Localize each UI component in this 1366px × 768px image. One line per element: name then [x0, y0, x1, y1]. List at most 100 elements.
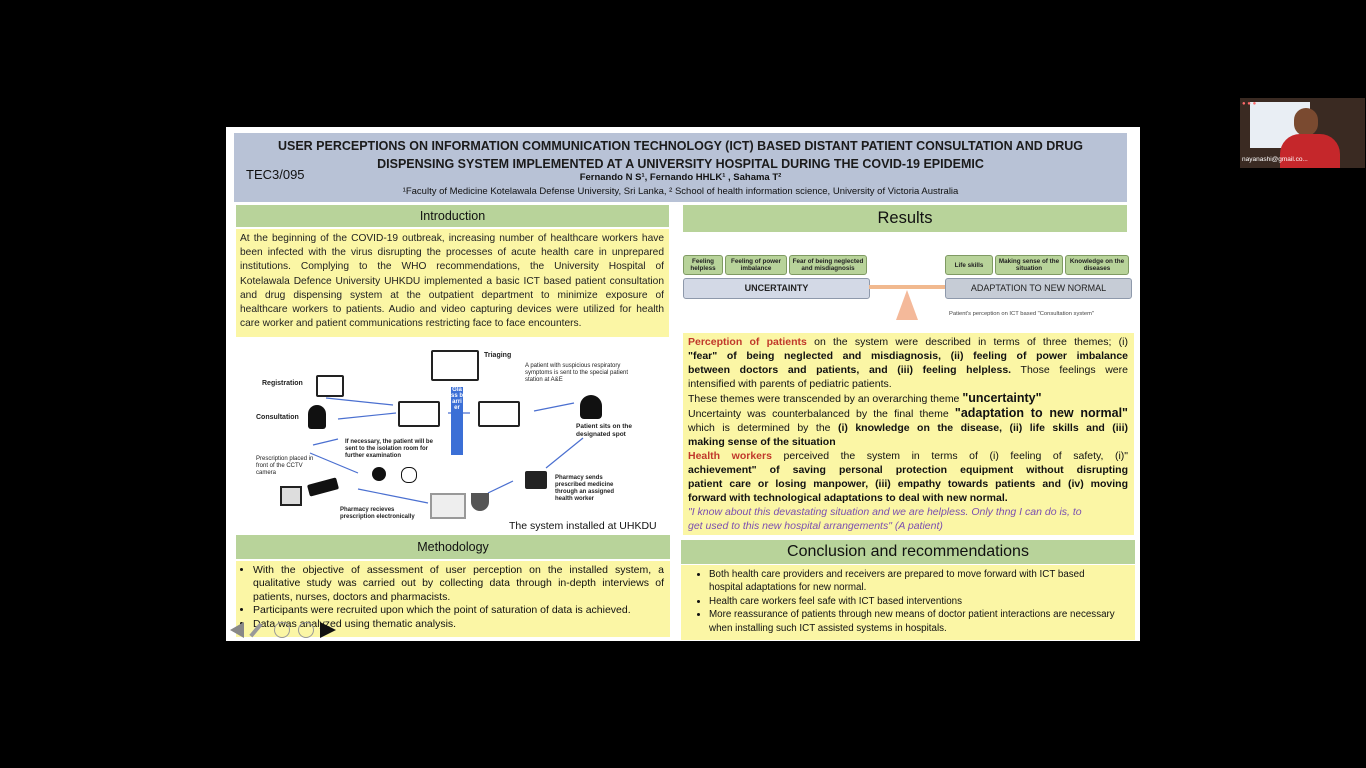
glass-barrier-label: Glass barrier: [451, 387, 464, 411]
prescription-paper-icon: [280, 486, 302, 506]
pharmacy-receives-label: Pharmacy recieves prescription electroni…: [340, 507, 415, 520]
presenter-toolbar: [228, 621, 340, 639]
poster-title-line-1: USER PERCEPTIONS ON INFORMATION COMMUNIC…: [277, 139, 1084, 153]
prescription-note: Prescription placed in front of the CCTV…: [256, 456, 314, 476]
patient-laptop-icon: [478, 401, 520, 427]
zoom-icon[interactable]: [298, 622, 314, 638]
conclusion-bullet: Health care workers feel safe with ICT b…: [709, 595, 1117, 608]
methodology-list: With the objective of assessment of user…: [236, 561, 670, 631]
scale-caption: Patient's perception on ICT based "Consu…: [949, 311, 1094, 317]
methodology-heading: Methodology: [236, 535, 670, 559]
patient-quote-line: get used to this new hospital arrangemen…: [688, 520, 943, 532]
methodology-bullet: With the objective of assessment of user…: [253, 564, 664, 604]
result-line: Health workers perceived the system in t…: [688, 449, 1128, 463]
result-text: which is determined by the: [688, 422, 838, 434]
results-heading: Results: [683, 205, 1127, 232]
result-line: making sense of the situation: [688, 436, 836, 448]
patient-sits-label: Patient sits on the designated spot: [576, 423, 632, 438]
result-text: Uncertainty was counterbalanced by the f…: [688, 408, 955, 420]
health-workers-label: Health workers: [688, 450, 772, 462]
theme-power-imbalance: Feeling of power imbalance: [725, 255, 787, 275]
webcam-name-label: nayanashi@gmail.co...: [1242, 156, 1308, 163]
patient-note: A patient with suspicious respiratory sy…: [525, 363, 629, 383]
intro-line: At the beginning of the COVID-19 outbrea…: [240, 233, 664, 244]
consultation-label: Consultation: [256, 414, 299, 421]
conclusion-bullet: Both health care providers and receivers…: [709, 568, 1117, 595]
results-body: Perception of patients on the system wer…: [683, 333, 1134, 535]
poster-title-line-2: DISPENSING SYSTEM IMPLEMENTED AT A UNIVE…: [377, 157, 984, 171]
methodology-heading-text: Methodology: [417, 540, 489, 554]
result-line: These themes were transcended by an over…: [688, 391, 1128, 406]
doctor-laptop-icon: [398, 401, 440, 427]
mortar-pestle-icon: [471, 493, 489, 511]
intro-line: healthcare workers to patients. Audio an…: [240, 304, 664, 316]
conclusion-bullet: More reassurance of patients through new…: [709, 608, 1117, 635]
uncertainty-term: "uncertainty": [962, 391, 1042, 405]
doctor-icon: [308, 405, 326, 429]
fulcrum-triangle: [896, 290, 918, 320]
theme-feeling-helpless: Feeling helpless: [683, 255, 723, 275]
isolation-patient-icon: [372, 467, 386, 481]
intro-line: been infected with the virus disrupting …: [240, 247, 664, 259]
result-line: patient care or losing manpower, (iii) e…: [688, 478, 1128, 490]
slides-grid-icon[interactable]: [274, 622, 290, 638]
webcam-tile[interactable]: ● ● ● nayanashi@gmail.co...: [1240, 98, 1365, 168]
pharmacy-computer-icon: [430, 493, 466, 519]
result-text: between doctors and patients, and (iii) …: [688, 364, 1012, 376]
poster-authors: Fernando N S¹, Fernando HHLK¹ , Sahama T…: [579, 172, 782, 183]
conclusion-heading: Conclusion and recommendations: [681, 540, 1135, 564]
triaging-desk-icon: [431, 350, 479, 381]
conclusion-heading-text: Conclusion and recommendations: [787, 543, 1029, 560]
result-text: (i) knowledge on the disease, (ii) life …: [837, 422, 1128, 434]
introduction-heading: Introduction: [236, 205, 669, 227]
triaging-label: Triaging: [484, 352, 512, 359]
prev-slide-arrow-icon[interactable]: [230, 622, 244, 638]
methodology-bullet: Participants were recruited upon which t…: [253, 604, 664, 617]
results-text: Perception of patients on the system wer…: [683, 333, 1134, 533]
adaptation-term: "adaptation to new normal": [954, 406, 1128, 420]
result-line: achievement" of saving personal protecti…: [688, 464, 1128, 476]
poster-header: USER PERCEPTIONS ON INFORMATION COMMUNIC…: [234, 133, 1127, 202]
introduction-body: At the beginning of the COVID-19 outbrea…: [236, 229, 669, 337]
poster-affiliations: ¹Faculty of Medicine Kotelawala Defense …: [402, 186, 959, 197]
result-line: between doctors and patients, and (iii) …: [688, 363, 1128, 377]
next-slide-arrow-icon[interactable]: [320, 622, 336, 638]
uncertainty-label: UNCERTAINTY: [744, 283, 809, 293]
results-heading-text: Results: [877, 209, 933, 227]
patient-quote-line: "I know about this devastating situation…: [688, 506, 1082, 518]
result-line: which is determined by the (i) knowledge…: [688, 421, 1128, 435]
webcam-person-body: [1280, 134, 1340, 168]
conclusion-body: Both health care providers and receivers…: [681, 565, 1135, 640]
conclusion-list: Both health care providers and receivers…: [681, 565, 1135, 635]
registration-form-icon: [316, 375, 344, 397]
perception-of-patients-label: Perception of patients: [688, 336, 807, 348]
perception-scale: Feeling helpless Feeling of power imbala…: [683, 252, 1132, 324]
intro-line: institutions. Complying to the WHO recom…: [240, 261, 664, 273]
registration-label: Registration: [262, 380, 303, 387]
poster-code: TEC3/095: [246, 167, 305, 182]
isolation-room-icon: [401, 467, 417, 483]
theme-fear-neglected: Fear of being neglected and misdiagnosis: [789, 255, 867, 275]
webcam-person-head: [1294, 108, 1318, 136]
pen-icon[interactable]: [249, 622, 263, 638]
uncertainty-bar: UNCERTAINTY: [683, 278, 870, 299]
theme-knowledge: Knowledge on the diseases: [1065, 255, 1129, 275]
result-line: Uncertainty was counterbalanced by the f…: [688, 406, 1128, 421]
system-diagram: Triaging A patient with suspicious respi…: [238, 343, 668, 533]
result-text: These themes were transcended by an over…: [688, 393, 963, 405]
theme-life-skills: Life skills: [945, 255, 993, 275]
adaptation-bar: ADAPTATION TO NEW NORMAL: [945, 278, 1132, 299]
result-text: Those feelings were: [1011, 364, 1128, 376]
intro-line: care worker and patient communications r…: [240, 318, 582, 330]
result-line: Perception of patients on the system wer…: [688, 335, 1128, 349]
result-line: "fear" of being neglected and misdiagnos…: [688, 350, 1128, 362]
patient-icon: [580, 395, 602, 419]
isolation-note: If necessary, the patient will be sent t…: [345, 439, 433, 459]
result-line: forward with technological adaptations t…: [688, 492, 1008, 504]
intro-line: and drug dispensing system at the outpat…: [240, 289, 664, 301]
introduction-text: At the beginning of the COVID-19 outbrea…: [236, 229, 669, 331]
introduction-heading-text: Introduction: [419, 209, 486, 223]
result-line: intensified with parents of pediatric pa…: [688, 378, 892, 390]
result-text: on the system were described in terms of…: [806, 336, 1128, 348]
pharmacy-sends-label: Pharmacy sends prescribed medicine throu…: [555, 475, 615, 502]
